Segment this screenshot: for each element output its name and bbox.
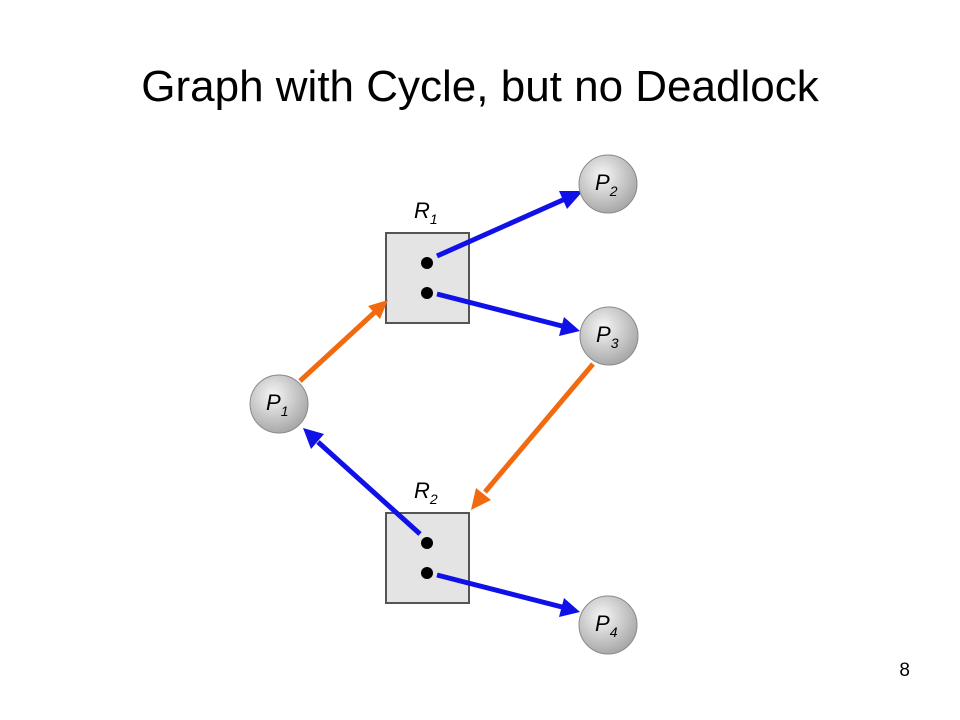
process-p1-circle [249,374,309,434]
arrowhead-r1-p3 [559,317,580,336]
process-p4-circle [578,595,638,655]
process-p4: P4 [578,595,638,655]
process-p3-label: P3 [596,322,619,351]
process-p1: P1 [249,374,309,434]
process-p3-circle [579,306,639,366]
slide-title: Graph with Cycle, but no Deadlock [141,62,819,111]
arrowhead-r2-p1 [303,428,324,449]
edge-r2-p1-assignment [316,440,422,536]
process-p2-label: P2 [595,170,618,199]
edge-r2-p4-assignment [436,572,563,610]
resource-r2-label: R2 [414,478,438,507]
resource-r2: R2 [385,478,470,604]
page-number: 8 [899,660,910,681]
edge-p1-r1-request [298,310,377,383]
process-p1-label: P1 [266,390,288,419]
process-p2: P2 [578,154,638,214]
process-p3: P3 [579,306,639,366]
resource-r1-label: R1 [414,198,438,227]
arrowhead-r2-p4 [559,598,580,617]
process-p4-label: P4 [595,611,618,640]
resource-r1-instance-2 [421,287,433,299]
arrowhead-p3-r2 [471,488,491,510]
arrowhead-r1-p2 [559,191,583,209]
resource-r1: R1 [385,198,470,324]
edges [298,191,595,617]
resource-r1-instance-1 [421,257,433,269]
process-p2-circle [578,154,638,214]
resource-r2-instance-1 [421,537,433,549]
resource-r2-box [385,512,470,604]
edge-p3-r2-request [483,362,595,494]
edge-r1-p3-assignment [436,291,563,329]
resource-r2-instance-2 [421,567,433,579]
arrowhead-p1-r1 [368,300,388,319]
edge-r1-p2-assignment [435,196,567,259]
